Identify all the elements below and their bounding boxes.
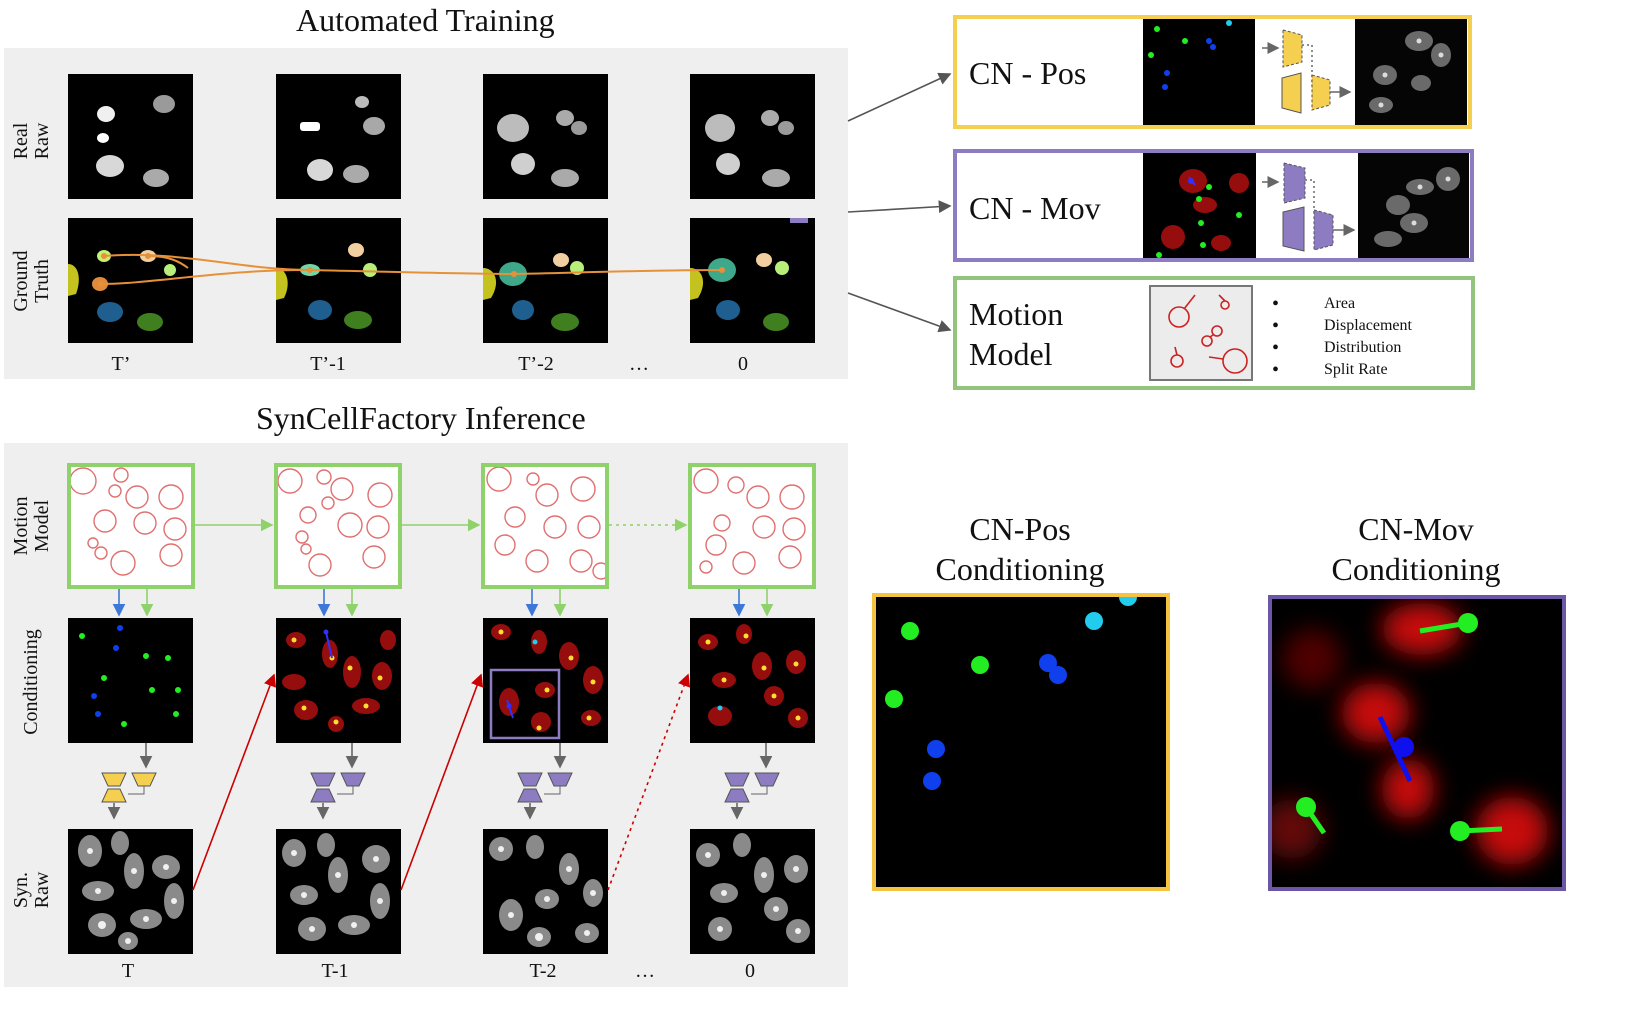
ground-truth-mask xyxy=(483,218,608,343)
conditioning-image xyxy=(68,618,193,743)
frame-label-ellipsis: … xyxy=(635,960,655,982)
cn-mov-input-image xyxy=(1143,153,1256,258)
row-label-ground-truth: Ground Truth xyxy=(10,250,53,312)
frame-label: T’-1 xyxy=(310,353,346,375)
syn-raw-image xyxy=(690,829,815,954)
conditioning-image xyxy=(690,618,815,743)
cn-mov-conditioning-image xyxy=(1268,595,1566,891)
frame-label: 0 xyxy=(745,960,755,982)
frame-label: T-1 xyxy=(321,960,349,982)
real-raw-image xyxy=(276,74,401,199)
arrow xyxy=(847,200,952,214)
motion-model-parameters: Area Displacement Distribution Split Rat… xyxy=(1272,293,1412,381)
cn-pos-title: CN - Pos xyxy=(969,55,1087,91)
conditioning-image xyxy=(276,618,401,743)
cn-pos-output-image xyxy=(1355,19,1467,125)
row-label-motion-model: Motion Model xyxy=(10,496,53,556)
parameter-item: Split Rate xyxy=(1272,359,1412,381)
motion-model-frame xyxy=(274,463,402,589)
frame-label: T-2 xyxy=(529,960,557,982)
motion-model-frame xyxy=(67,463,195,589)
ground-truth-mask xyxy=(276,218,401,343)
ground-truth-mask xyxy=(68,218,193,343)
cn-mov-conditioning-title: CN-Mov Conditioning xyxy=(1331,511,1501,587)
frame-label: T’-2 xyxy=(518,353,554,375)
arrow xyxy=(847,72,952,122)
frame-label: T xyxy=(121,960,135,982)
training-title: Automated Training xyxy=(296,2,555,38)
motion-model-title: Motion Model xyxy=(969,296,1064,372)
real-raw-image xyxy=(68,74,193,199)
cn-pos-conditioning-title: CN-Pos Conditioning xyxy=(935,511,1105,587)
cn-mov-title: CN - Mov xyxy=(969,190,1101,226)
parameter-item: Distribution xyxy=(1272,337,1412,359)
cn-mov-output-image xyxy=(1358,153,1469,258)
parameter-item: Displacement xyxy=(1272,315,1412,337)
motion-model-frame xyxy=(481,463,609,589)
conditioning-image xyxy=(483,618,608,743)
arrow xyxy=(847,292,952,333)
cn-pos-input-image xyxy=(1143,19,1255,125)
frame-label-ellipsis: … xyxy=(629,353,649,375)
inference-title: SynCellFactory Inference xyxy=(256,400,586,436)
row-label-syn-raw: Syn. Raw xyxy=(10,871,53,909)
row-label-conditioning: Conditioning xyxy=(20,629,42,735)
syn-raw-image xyxy=(483,829,608,954)
frame-label: 0 xyxy=(738,353,748,375)
real-raw-image xyxy=(690,74,815,199)
motion-model-frame xyxy=(688,463,816,589)
ground-truth-mask xyxy=(690,218,815,343)
motion-model-icon xyxy=(1149,285,1253,381)
real-raw-image xyxy=(483,74,608,199)
row-label-real-raw: Real Raw xyxy=(10,122,53,160)
syn-raw-image xyxy=(276,829,401,954)
parameter-item: Area xyxy=(1272,293,1412,315)
frame-label: T’ xyxy=(111,353,131,375)
cn-pos-conditioning-image xyxy=(872,593,1170,891)
syn-raw-image xyxy=(68,829,193,954)
